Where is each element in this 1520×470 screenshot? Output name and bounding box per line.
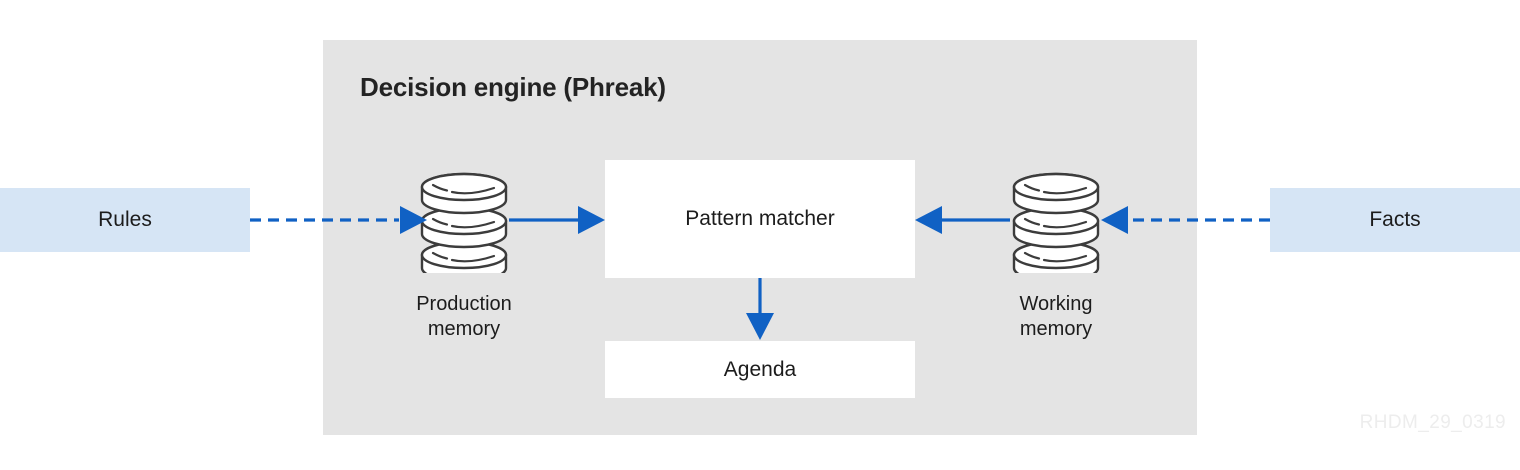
panel-title: Decision engine (Phreak) — [360, 72, 666, 102]
rules-label: Rules — [98, 208, 152, 231]
working-memory-label-line2: memory — [1019, 318, 1093, 340]
pattern-matcher-label: Pattern matcher — [685, 207, 835, 230]
working-memory-label: Working memory — [956, 292, 1156, 342]
facts-box: Facts — [1270, 188, 1520, 252]
production-memory-label-line2: memory — [427, 318, 501, 340]
facts-label: Facts — [1369, 208, 1421, 231]
production-memory-label: Production memory — [364, 292, 564, 342]
watermark-label: RHDM_29_0319 — [1359, 412, 1506, 433]
agenda-box: Agenda — [605, 341, 915, 398]
production-memory-label-line1: Production — [416, 293, 512, 315]
database-cylinder-icon — [419, 169, 509, 283]
rules-box: Rules — [0, 188, 250, 252]
agenda-label: Agenda — [723, 357, 797, 381]
database-cylinder-icon — [1011, 169, 1101, 283]
working-memory-label-line1: Working — [1019, 293, 1093, 315]
pattern-matcher-box: Pattern matcher — [605, 160, 915, 278]
